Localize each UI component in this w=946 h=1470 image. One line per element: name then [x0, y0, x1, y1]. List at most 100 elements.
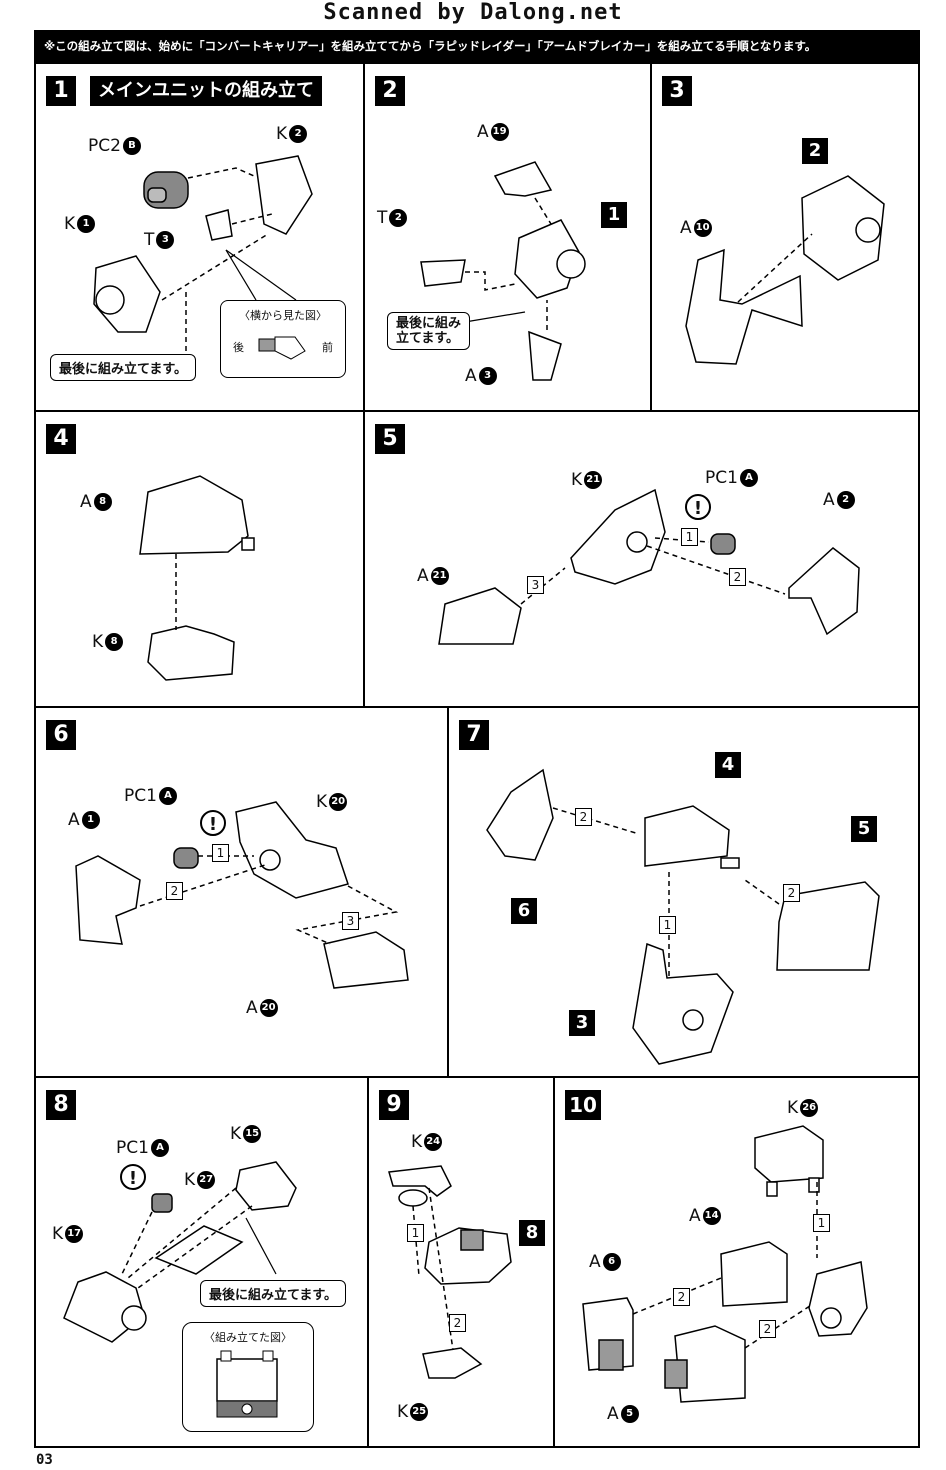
label-text: K: [276, 124, 288, 144]
label-text: A: [680, 218, 692, 238]
sub-assembly-8: 8: [519, 1220, 545, 1246]
step-6-illustration: [75, 801, 409, 989]
sequence-3: 3: [527, 576, 544, 594]
label-text: K: [787, 1098, 799, 1118]
side-view-part: [258, 336, 306, 360]
part-circle: A: [158, 787, 177, 805]
side-view-front: 前: [322, 341, 333, 354]
label-text: T: [144, 230, 155, 250]
part-circle: 20: [329, 793, 348, 811]
part-circle: 20: [259, 999, 278, 1017]
part-circle: 3: [156, 231, 175, 249]
label-text: A: [80, 492, 92, 512]
side-view-box: 〈横から見た図〉 後 前: [220, 300, 346, 378]
sequence-2: 2: [449, 1314, 466, 1332]
part-circle: 10: [693, 219, 712, 237]
label-text: A: [68, 810, 80, 830]
step-7-panel: 7 4 5 6 3 2 2 1: [447, 706, 920, 1078]
part-circle: 8: [105, 633, 124, 651]
warning-icon: !: [120, 1164, 146, 1190]
label-text: T: [377, 208, 388, 228]
sequence-1: 1: [813, 1214, 830, 1232]
label-text: K: [184, 1170, 196, 1190]
label-text: A: [689, 1206, 701, 1226]
label-text: PC1: [116, 1138, 149, 1158]
part-circle: 1: [81, 811, 100, 829]
part-circle: 19: [490, 123, 509, 141]
note-assemble-last: 最後に組み 立てます。: [387, 312, 471, 350]
label-text: PC2: [88, 136, 121, 156]
sequence-1: 1: [407, 1224, 424, 1242]
assembled-view-box: 〈組み立てた図〉: [182, 1322, 314, 1432]
notice-banner: ※この組み立て図は、始めに「コンバートキャリアー」を組み立ててから「ラピッドレイ…: [34, 30, 920, 62]
step-2-illustration: [420, 161, 586, 381]
part-circle: A: [739, 469, 758, 487]
step-number: 4: [46, 424, 76, 454]
label-text: K: [230, 1124, 242, 1144]
sequence-2: 2: [166, 882, 183, 900]
part-circle: 25: [410, 1403, 429, 1421]
sequence-2b: 2: [759, 1320, 776, 1338]
step-number: 9: [379, 1090, 409, 1120]
sequence-2b: 2: [783, 884, 800, 902]
part-circle: B: [122, 137, 141, 155]
step-7-illustration: [486, 768, 880, 1065]
step-number: 5: [375, 424, 405, 454]
label-text: A: [417, 566, 429, 586]
step-number: 7: [459, 720, 489, 750]
sequence-2: 2: [729, 568, 746, 586]
part-circle: 5: [620, 1405, 639, 1423]
step-4-illustration: [139, 475, 255, 681]
step-9-illustration: [388, 1165, 512, 1379]
part-circle: 8: [93, 493, 112, 511]
side-view-title: 〈横から見た図〉: [239, 309, 327, 322]
step-title: メインユニットの組み立て: [90, 76, 322, 106]
side-view-back: 後: [233, 341, 244, 354]
sub-assembly-2: 2: [802, 138, 828, 164]
step-5-illustration: [438, 488, 860, 645]
part-circle: 2: [836, 491, 855, 509]
part-circle: A: [150, 1139, 169, 1157]
label-text: K: [52, 1224, 64, 1244]
step-number: 1: [46, 76, 76, 106]
label-text: K: [571, 470, 583, 490]
label-text: A: [823, 490, 835, 510]
label-text: A: [246, 998, 258, 1018]
step-number: 8: [46, 1090, 76, 1120]
part-circle: 6: [602, 1253, 621, 1271]
label-text: K: [397, 1402, 409, 1422]
part-circle: 2: [389, 209, 408, 227]
step-number: 10: [565, 1090, 601, 1120]
sequence-2a: 2: [575, 808, 592, 826]
warning-icon: !: [200, 810, 226, 836]
scan-credit: Scanned by Dalong.net: [323, 0, 623, 25]
part-circle: 3: [478, 367, 497, 385]
part-circle: 26: [800, 1099, 819, 1117]
step-1-illustration: [93, 155, 313, 364]
step-number: 2: [375, 76, 405, 106]
step-number: 3: [662, 76, 692, 106]
step-3-illustration: [685, 175, 885, 365]
label-text: A: [589, 1252, 601, 1272]
